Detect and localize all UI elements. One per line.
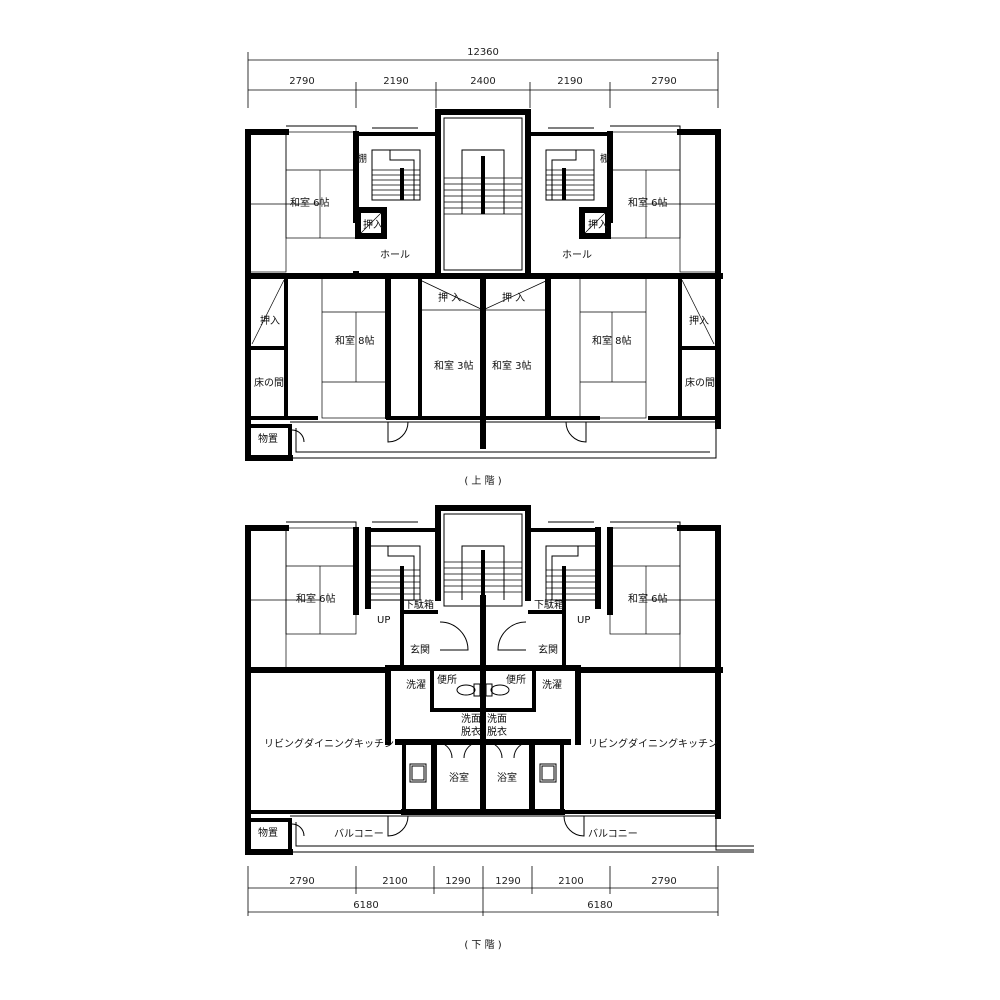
label-getabako-l: 下駄箱 — [404, 598, 434, 611]
label-up-r: UP — [577, 615, 590, 626]
label-benjo-r: 便所 — [506, 673, 526, 686]
label-hall-l: ホール — [380, 249, 410, 261]
label-washitsu6-l: 和室 6帖 — [290, 196, 330, 209]
label-washitsu8-r: 和室 8帖 — [592, 334, 632, 347]
label-oshiire-small-l: 押入 — [363, 218, 383, 231]
dim-bottom-seg-6: 2790 — [651, 876, 676, 887]
dim-bottom-seg-1: 2790 — [289, 876, 314, 887]
label-up-l: UP — [377, 615, 390, 626]
label-oshiire-mid-r: 押 入 — [502, 291, 525, 304]
label-ldk-l: リビングダイニングキッチン — [264, 737, 394, 750]
label-yokushitsu-r: 浴室 — [497, 771, 517, 784]
label-lower-washitsu6-l: 和室 6帖 — [296, 592, 336, 605]
label-oshiire-small-r: 押入 — [588, 218, 608, 231]
dim-total: 12360 — [467, 47, 499, 58]
label-oshiire-r: 押入 — [689, 314, 709, 327]
dim-bottom-half-1: 6180 — [353, 900, 378, 911]
label-tana-r: 棚 — [600, 152, 610, 165]
label-sentaku-l: 洗濯 — [406, 679, 426, 691]
lower-floor-plan: 和室 6帖 和室 6帖 下駄箱 下駄箱 UP UP 玄関 玄関 洗濯 洗濯 便所… — [245, 505, 754, 855]
dim-bottom-seg-2: 2100 — [382, 876, 407, 887]
top-dimensions: 12360 2790 2190 2400 2190 2790 — [247, 47, 719, 108]
label-washitsu8-l: 和室 8帖 — [335, 334, 375, 347]
dim-seg-2: 2190 — [383, 76, 408, 87]
label-washitsu6-r: 和室 6帖 — [628, 196, 668, 209]
label-yokushitsu-l: 浴室 — [449, 771, 469, 784]
upper-floor-plan: 和室 6帖 和室 6帖 棚 棚 押入 押入 ホール ホール 押入 押入 押 入 … — [245, 109, 723, 461]
dim-bottom-seg-3: 1290 — [445, 876, 470, 887]
label-senmen-l: 洗面 — [461, 713, 481, 725]
label-tokonoma-l: 床の間 — [254, 376, 284, 389]
lower-floor-caption: ( 下 階 ) — [464, 939, 501, 951]
bottom-dimensions: 2790 2100 1290 1290 2100 2790 6180 6180 — [247, 866, 719, 916]
dim-bottom-seg-4: 1290 — [495, 876, 520, 887]
label-tana-l: 棚 — [357, 152, 367, 165]
dim-seg-3: 2400 — [470, 76, 495, 87]
dim-seg-5: 2790 — [651, 76, 676, 87]
label-genkan-r: 玄関 — [538, 643, 558, 656]
label-tokonoma-r: 床の間 — [685, 376, 715, 389]
label-senmen-r: 洗面 — [487, 713, 507, 725]
label-monooki-lower: 物置 — [258, 826, 278, 839]
label-genkan-l: 玄関 — [410, 643, 430, 656]
label-balcony-r: バルコニー — [588, 828, 638, 840]
label-datsui-r: 脱衣 — [487, 725, 507, 738]
label-ldk-r: リビングダイニングキッチン — [588, 737, 718, 750]
label-oshiire-l: 押入 — [260, 314, 280, 327]
label-monooki-upper: 物置 — [258, 432, 278, 445]
dim-bottom-half-2: 6180 — [587, 900, 612, 911]
dim-seg-4: 2190 — [557, 76, 582, 87]
label-getabako-r: 下駄箱 — [534, 598, 564, 611]
label-hall-r: ホール — [562, 249, 592, 261]
label-sentaku-r: 洗濯 — [542, 679, 562, 691]
label-balcony-l: バルコニー — [334, 828, 384, 840]
label-washitsu3-l: 和室 3帖 — [434, 359, 474, 372]
label-datsui-l: 脱衣 — [461, 725, 481, 738]
label-washitsu3-r: 和室 3帖 — [492, 359, 532, 372]
upper-floor-caption: ( 上 階 ) — [464, 475, 501, 487]
dim-bottom-seg-5: 2100 — [558, 876, 583, 887]
label-oshiire-mid-l: 押 入 — [438, 291, 461, 304]
label-lower-washitsu6-r: 和室 6帖 — [628, 592, 668, 605]
dim-seg-1: 2790 — [289, 76, 314, 87]
label-benjo-l: 便所 — [437, 673, 457, 686]
